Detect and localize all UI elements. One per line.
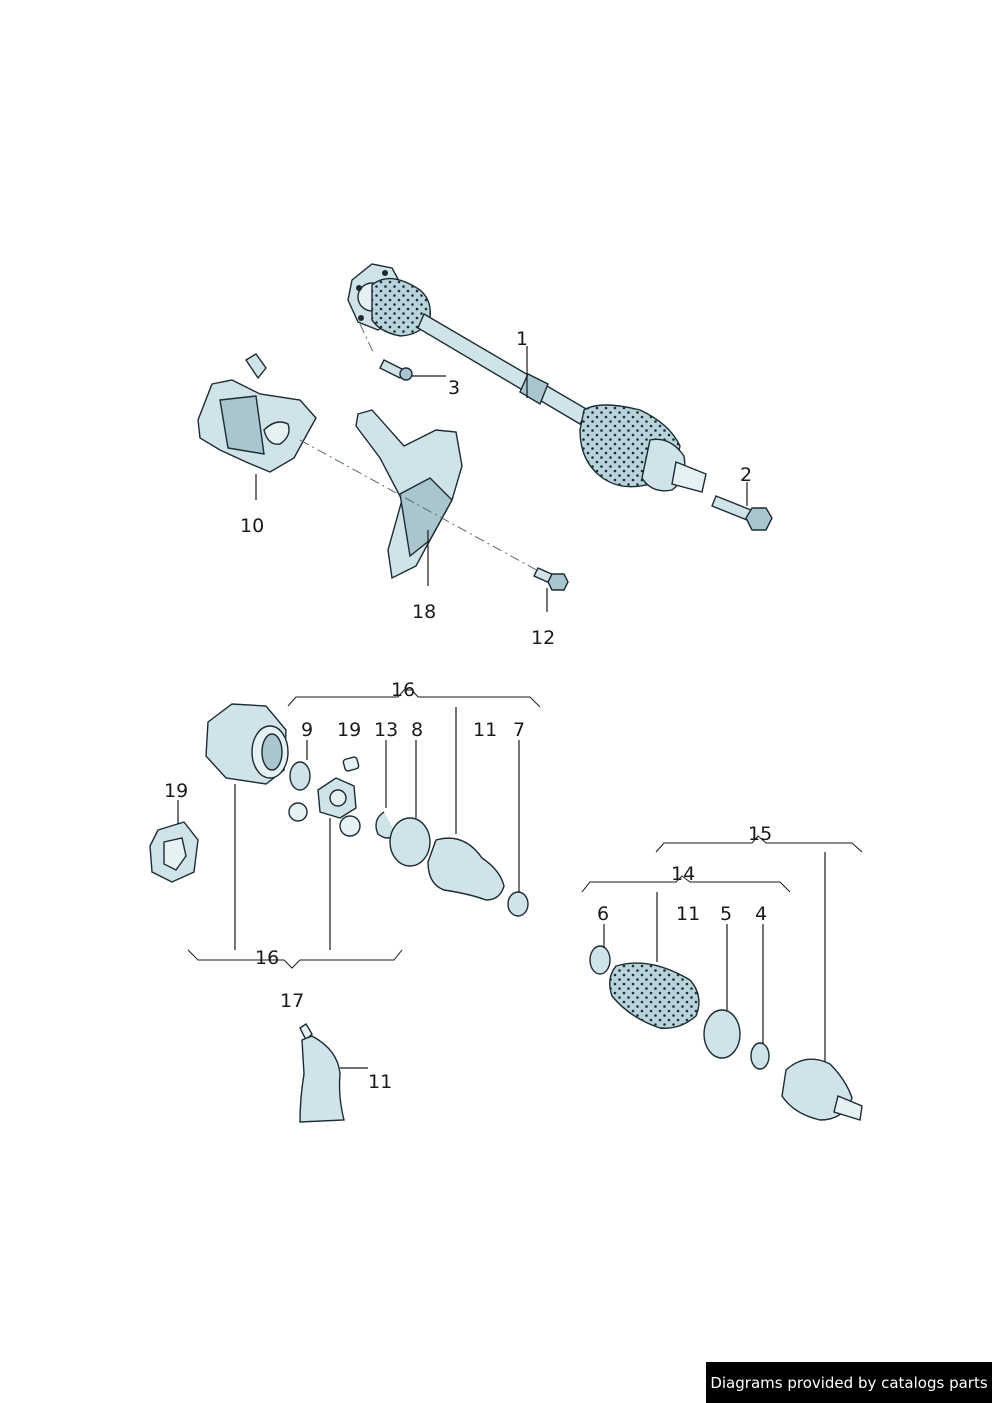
callout-9: 9 — [301, 719, 313, 741]
callout-10: 10 — [240, 515, 264, 537]
callout-3: 3 — [448, 377, 460, 399]
tripod-spider — [288, 756, 361, 837]
brace-16-top — [287, 689, 541, 708]
callout-19-a: 19 — [337, 719, 361, 741]
clamp-7 — [507, 891, 529, 917]
ring-19 — [149, 821, 199, 883]
bracket-18 — [355, 409, 463, 580]
callout-6: 6 — [597, 903, 609, 925]
credit-text: Diagrams provided by catalogs parts — [710, 1373, 988, 1392]
callout-11-b: 11 — [368, 1071, 392, 1093]
top-leader-lines — [255, 346, 748, 612]
callout-4: 4 — [755, 903, 767, 925]
callout-1: 1 — [516, 328, 528, 350]
right-leader-lines — [603, 852, 826, 1062]
callout-2: 2 — [740, 464, 752, 486]
callout-16-top: 16 — [391, 679, 415, 701]
bolt-12 — [533, 567, 569, 591]
callout-12: 12 — [531, 627, 555, 649]
drive-shaft-inner-joint — [641, 438, 707, 493]
outer-cv-joint-kit — [589, 945, 863, 1121]
callout-11-c: 11 — [676, 903, 700, 925]
clamp-8 — [389, 817, 431, 867]
circlip-4 — [750, 1042, 770, 1070]
callout-17: 17 — [280, 990, 304, 1012]
callout-7: 7 — [513, 719, 525, 741]
callout-15: 15 — [748, 823, 772, 845]
bolt-2 — [711, 495, 773, 531]
middle-left-leader-lines — [177, 707, 520, 950]
callout-14: 14 — [671, 863, 695, 885]
brace-16-bottom — [187, 949, 403, 969]
grease-tube-17 — [299, 1023, 368, 1123]
inner-boot-11 — [427, 837, 505, 901]
callout-5: 5 — [720, 903, 732, 925]
callout-labels: 1 3 2 10 18 12 16 9 19 13 8 11 7 19 16 1… — [164, 328, 772, 1093]
drive-shaft-bar — [417, 312, 589, 425]
brace-14 — [581, 875, 791, 893]
callout-11-a: 11 — [473, 719, 497, 741]
callout-13: 13 — [374, 719, 398, 741]
inner-cv-joint-kit — [205, 703, 529, 917]
callout-19-b: 19 — [164, 780, 188, 802]
outer-joint-15 — [781, 1058, 863, 1121]
callout-16-bottom: 16 — [255, 947, 279, 969]
joint-housing — [205, 703, 289, 785]
clamp-5 — [703, 1009, 741, 1059]
heat-shield-10 — [197, 353, 317, 473]
credit-banner: Diagrams provided by catalogs parts — [706, 1362, 992, 1403]
circlip-9 — [289, 761, 311, 791]
clamp-6 — [589, 945, 611, 975]
bolt-3 — [379, 359, 413, 381]
brace-15 — [655, 835, 863, 853]
outer-boot-11 — [609, 962, 700, 1029]
callout-18: 18 — [412, 601, 436, 623]
callout-8: 8 — [411, 719, 423, 741]
